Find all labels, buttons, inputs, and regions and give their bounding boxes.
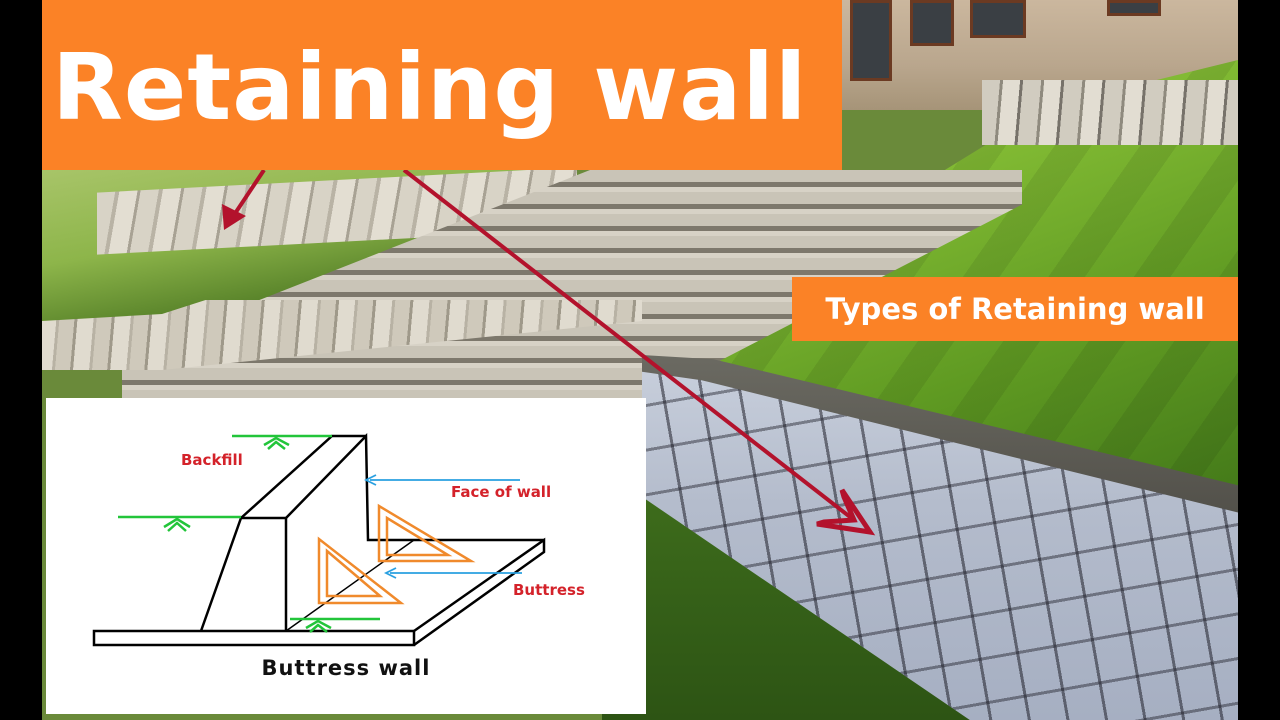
house-window xyxy=(910,0,954,46)
label-pointer-arrows xyxy=(363,474,522,579)
house-window xyxy=(970,0,1026,38)
title-banner: Retaining wall xyxy=(42,0,842,170)
title-text: Retaining wall xyxy=(52,34,808,141)
upper-right-stone-wall xyxy=(982,80,1238,145)
face-of-wall-label: Face of wall xyxy=(451,483,552,501)
house-window xyxy=(850,0,892,81)
diagram-caption: Buttress wall xyxy=(261,656,431,680)
arrow-to-upper-wall-icon xyxy=(222,168,266,230)
subtitle-text: Types of Retaining wall xyxy=(825,292,1205,326)
buttress-wall-diagram: Backfill Face of wall Buttress Buttress … xyxy=(46,398,646,714)
pointer-arrows xyxy=(222,168,876,536)
backfill-label: Backfill xyxy=(181,451,243,469)
house-facade xyxy=(842,0,1238,110)
subtitle-banner: Types of Retaining wall xyxy=(792,277,1238,341)
buttress-label: Buttress xyxy=(513,581,585,599)
ground-level-lines xyxy=(118,434,380,633)
arrow-to-front-wall-icon xyxy=(402,168,876,536)
buttress-triangles xyxy=(317,503,476,605)
buttress-wall-drawing xyxy=(92,432,546,647)
thumbnail-frame: Retaining wall Types of Retaining wall xyxy=(42,0,1238,720)
house-window xyxy=(1107,0,1161,16)
